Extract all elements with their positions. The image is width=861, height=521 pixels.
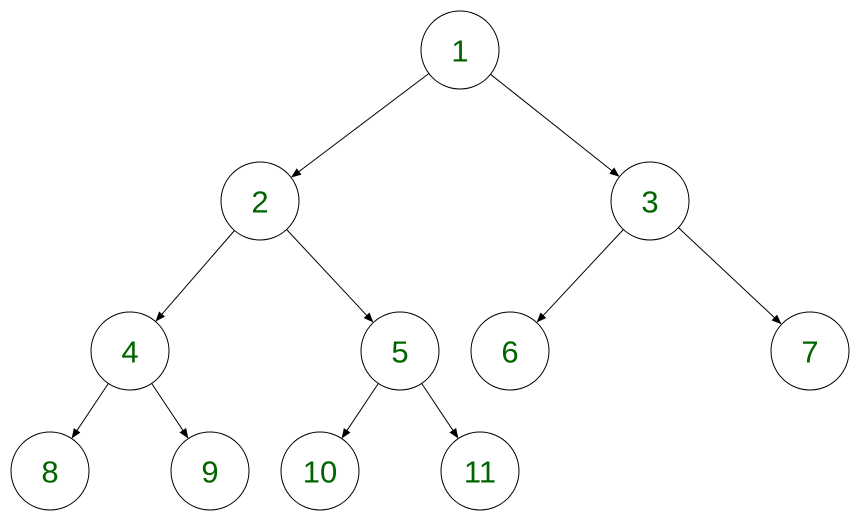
edge-2-to-5 [286, 229, 374, 323]
node-circle [610, 161, 690, 241]
edge-2-to-4 [155, 230, 235, 322]
node-circle [360, 311, 440, 391]
edge-5-to-11 [421, 383, 459, 439]
node-label: 4 [121, 335, 138, 370]
nodes-layer: 1 2 3 4 5 6 7 8 9 10 11 [10, 10, 850, 511]
tree-node-3: 3 [610, 161, 690, 241]
node-label: 11 [464, 455, 496, 490]
node-label: 8 [41, 455, 58, 490]
node-circle [90, 311, 170, 391]
tree-node-1: 1 [420, 10, 500, 90]
edge-3-to-6 [536, 229, 624, 323]
node-circle [770, 311, 850, 391]
node-circle [440, 431, 520, 511]
node-circle [280, 431, 360, 511]
tree-node-2: 2 [220, 161, 300, 241]
node-label: 1 [451, 34, 468, 69]
edge-4-to-9 [151, 383, 189, 439]
tree-node-6: 6 [470, 311, 550, 391]
node-circle [220, 161, 300, 241]
node-circle [170, 431, 250, 511]
node-circle [10, 431, 90, 511]
node-label: 7 [801, 335, 818, 370]
node-label: 10 [303, 455, 337, 490]
edge-5-to-10 [341, 383, 379, 439]
node-label: 5 [391, 335, 408, 370]
tree-node-8: 8 [10, 431, 90, 511]
edge-3-to-7 [678, 227, 782, 325]
node-label: 2 [251, 185, 268, 220]
edge-1-to-3 [490, 73, 620, 177]
node-circle [470, 311, 550, 391]
node-label: 6 [501, 335, 518, 370]
tree-node-4: 4 [90, 311, 170, 391]
edge-4-to-8 [71, 383, 109, 439]
tree-node-5: 5 [360, 311, 440, 391]
node-circle [420, 10, 500, 90]
tree-node-10: 10 [280, 431, 360, 511]
tree-node-9: 9 [170, 431, 250, 511]
edge-1-to-2 [291, 73, 430, 178]
node-label: 3 [641, 185, 658, 220]
edges-layer [71, 73, 782, 439]
tree-node-7: 7 [770, 311, 850, 391]
node-label: 9 [201, 455, 218, 490]
tree-node-11: 11 [440, 431, 520, 511]
